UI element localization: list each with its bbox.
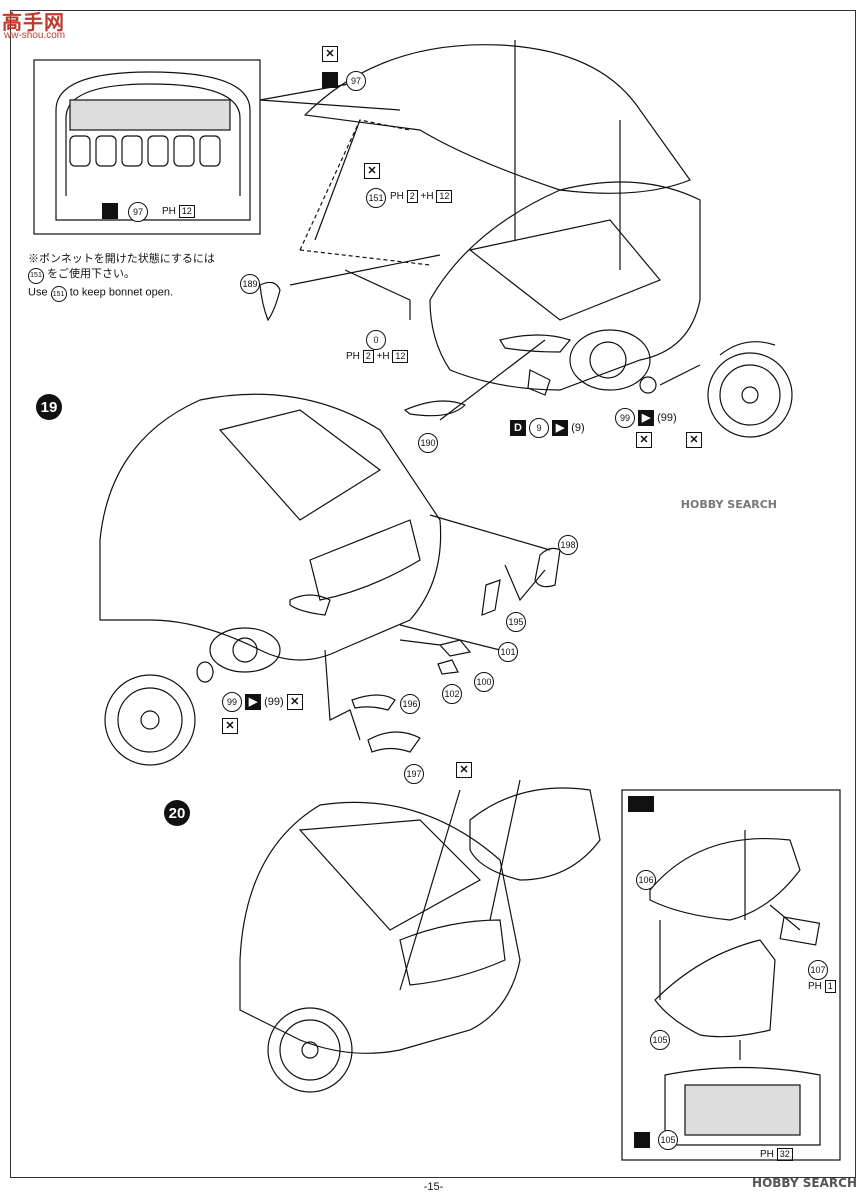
trunk-bottom-view bbox=[664, 1066, 821, 1146]
no-glue-icon: ✕ bbox=[322, 46, 338, 62]
trunk-inset-frame bbox=[621, 789, 841, 1161]
part-tag-189: 189 bbox=[240, 274, 260, 294]
part-190 bbox=[403, 400, 467, 417]
step-number-20: 20 bbox=[164, 800, 190, 826]
part-tag-101: 101 bbox=[498, 642, 518, 662]
page-frame bbox=[10, 10, 856, 1178]
watermark-bottom: HOBBY SEARCH bbox=[752, 1176, 857, 1190]
part-102 bbox=[437, 659, 459, 675]
no-glue-icon: ✕ bbox=[456, 762, 472, 778]
bonnet-note-jp: ※ボンネットを開けた状態にするには 151 をご使用下さい。 bbox=[28, 252, 215, 284]
part-tag-105-bottom: 105 bbox=[658, 1130, 678, 1150]
paint-107: PH 1 bbox=[808, 980, 836, 993]
car-front-body bbox=[429, 181, 701, 391]
page-number: -15- bbox=[423, 1181, 444, 1193]
no-glue-icon: ✕ bbox=[364, 163, 380, 179]
paint-icon bbox=[322, 72, 338, 88]
inset-frame bbox=[33, 59, 261, 235]
no-glue-icon: ✕ bbox=[222, 718, 238, 734]
part-tag-198: 198 bbox=[558, 535, 578, 555]
part-tag-97-inset: 97 bbox=[128, 202, 148, 222]
paint-icon bbox=[628, 796, 654, 812]
part-tag-100: 100 bbox=[474, 672, 494, 692]
bonnet-part bbox=[303, 44, 691, 194]
part-105 bbox=[654, 939, 776, 1038]
watermark-mid: HOBBY SEARCH bbox=[680, 498, 777, 511]
part-195 bbox=[481, 579, 501, 616]
wheel-parts-left: 99 ▶ (99) ✕ bbox=[222, 692, 303, 712]
bonnet-insulation-pad bbox=[69, 99, 231, 131]
part-106 bbox=[649, 837, 801, 921]
part-tag-102: 102 bbox=[442, 684, 462, 704]
part-tag-97: 97 bbox=[346, 71, 366, 91]
part-tag-105: 105 bbox=[650, 1030, 670, 1050]
part-tag-0: 0 bbox=[366, 330, 386, 350]
part-tag-190: 190 bbox=[418, 433, 438, 453]
step-number-19: 19 bbox=[36, 394, 62, 420]
part-tag-197: 197 bbox=[404, 764, 424, 784]
wheel-parts-right: 99 ▶ (99) bbox=[615, 408, 677, 428]
part-196 bbox=[351, 694, 396, 711]
paint-0: PH 2 +H 12 bbox=[346, 350, 409, 363]
watermark-logo: 高手网 bbox=[2, 10, 65, 34]
part-197 bbox=[367, 731, 421, 753]
part-tag-151: 151 bbox=[366, 188, 386, 208]
part-198 bbox=[534, 547, 561, 588]
watermark-url: ww-shou.com bbox=[4, 30, 66, 41]
trunk-lid bbox=[469, 787, 601, 881]
part-101 bbox=[438, 639, 472, 657]
paint-ph12-inset: PH 12 bbox=[162, 205, 195, 218]
paint-151: PH 2 +H 12 bbox=[390, 190, 453, 203]
no-glue-icon: ✕ bbox=[686, 432, 702, 448]
part-tag-196: 196 bbox=[400, 694, 420, 714]
part-107 bbox=[779, 916, 821, 946]
bonnet-note-en: Use 151 to keep bonnet open. bbox=[28, 286, 173, 302]
headlight-parts-row: D 9 ▶ (9) bbox=[510, 418, 585, 438]
part-tag-195: 195 bbox=[506, 612, 526, 632]
part-189 bbox=[259, 281, 281, 322]
part-tag-106: 106 bbox=[636, 870, 656, 890]
car-rear-body-19 bbox=[99, 393, 442, 661]
paint-105: PH 32 bbox=[760, 1148, 793, 1161]
car-rear-body-20 bbox=[239, 801, 521, 1054]
part-tag-107: 107 bbox=[808, 960, 828, 980]
paint-icon bbox=[102, 203, 118, 219]
no-glue-icon: ✕ bbox=[636, 432, 652, 448]
paint-icon bbox=[634, 1132, 650, 1148]
bonnet-underside-outline bbox=[55, 71, 251, 221]
